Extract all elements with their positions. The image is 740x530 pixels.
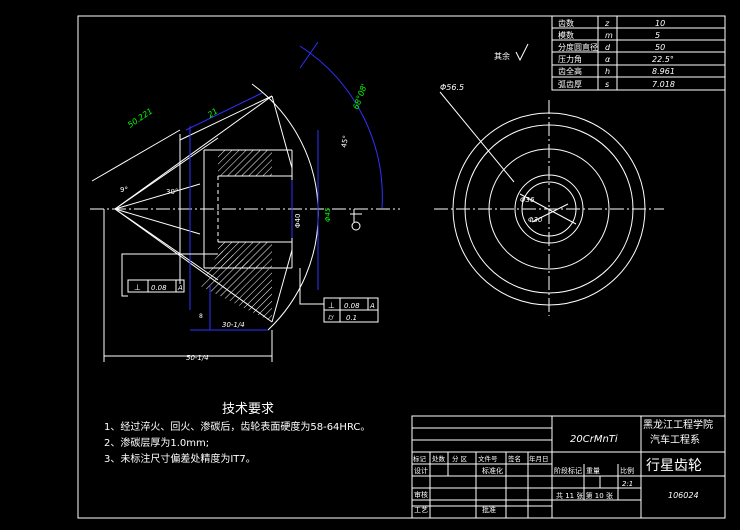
svg-text:其余: 其余 — [494, 51, 510, 61]
param-name-arc-thickness: 弧齿厚 — [558, 79, 582, 89]
param-name-module: 模数 — [558, 30, 574, 40]
dim-len-30: 30-1/4 — [222, 321, 245, 329]
drawing-number: 106024 — [668, 491, 699, 500]
scale-value: 2:1 — [622, 480, 633, 488]
tech-title: 技术要求 — [222, 402, 274, 417]
dim-angle-top: 68°08' — [351, 83, 369, 111]
param-name-pressure-angle: 压力角 — [558, 54, 582, 64]
circle-d30 — [521, 181, 577, 237]
tech-line-1: 1、经过淬火、回火、渗碳后，齿轮表面硬度为58-64HRC。 — [104, 420, 370, 433]
dim-d56: Φ56.5 — [440, 83, 464, 92]
dim-circle-d30: Φ30 — [528, 216, 543, 224]
param-val-pitch-dia: 50 — [655, 43, 665, 52]
svg-text:0.08: 0.08 — [344, 302, 360, 310]
param-sym-arc-thickness: s — [605, 80, 609, 89]
circle-outer — [452, 112, 646, 306]
header-zone: 分 区 — [452, 454, 468, 463]
dim-circle-d36: Φ36 — [520, 196, 535, 204]
hatch-top — [218, 150, 272, 176]
department-name: 汽车工程系 — [650, 433, 700, 446]
param-val-teeth: 10 — [655, 19, 665, 28]
school-name: 黑龙江工程学院 — [643, 418, 713, 431]
gear-end-view — [434, 91, 664, 316]
param-sym-module: m — [605, 31, 613, 40]
label-weight: 重量 — [586, 467, 600, 475]
param-sym-pressure-angle: α — [605, 55, 611, 64]
dim-d40: Φ40 — [294, 214, 302, 228]
tech-line-2: 2、渗碳层厚为1.0mm; — [104, 436, 209, 449]
datum-a-marker — [351, 221, 361, 231]
param-sym-tooth-height: h — [605, 67, 610, 76]
title-block — [411, 415, 726, 519]
label-design: 设计 — [414, 466, 428, 475]
white-dimensions — [91, 129, 362, 362]
dim-angle-small: 45° — [340, 135, 350, 149]
svg-text:A: A — [369, 302, 375, 310]
circle-d36 — [514, 174, 584, 244]
dim-angle-left: 9° — [120, 186, 128, 194]
param-name-pitch-dia: 分度圆直径 — [558, 42, 598, 52]
label-scale: 比例 — [620, 466, 634, 475]
tolerance-frame-left: ⊥ 0.08 A — [121, 253, 218, 297]
dim-8: 8 — [199, 313, 203, 320]
header-file: 文件号 — [478, 454, 498, 463]
dim-angle-inner: 30° — [166, 188, 178, 196]
gear-params-table: 齿数 z 10 模数 m 5 分度圆直径 d 50 压力角 α 22.5° 齿全… — [551, 15, 726, 91]
hatch-tooth-bottom — [200, 250, 272, 322]
header-count: 处数 — [432, 454, 446, 463]
svg-text:⊥: ⊥ — [328, 301, 335, 310]
roughness-other: 其余 — [494, 43, 529, 62]
circle-hub — [488, 148, 610, 270]
tolerance-frame-right: ⊥ 0.08 A ⌭ 0.1 — [299, 268, 379, 323]
param-val-pressure-angle: 22.5° — [652, 55, 674, 64]
svg-text:0.08: 0.08 — [151, 284, 167, 292]
label-process: 工艺 — [414, 506, 428, 514]
part-name: 行星齿轮 — [646, 458, 702, 474]
param-val-arc-thickness: 7.018 — [652, 80, 675, 89]
dim-slant-length: 50.221 — [126, 107, 154, 130]
param-name-tooth-height: 齿全高 — [558, 66, 582, 76]
svg-text:⌭: ⌭ — [328, 313, 334, 322]
blue-dimensions — [185, 41, 383, 331]
dim-len-50: 50-1/4 — [186, 354, 209, 362]
drawing-frame — [77, 15, 726, 519]
label-standard: 标准化 — [482, 466, 503, 475]
dim-d45: Φ45 — [324, 207, 332, 222]
svg-text:⊥: ⊥ — [134, 283, 141, 292]
param-sym-pitch-dia: d — [605, 43, 611, 52]
material: 20CrMnTi — [570, 434, 618, 445]
label-check: 审核 — [414, 490, 428, 499]
param-val-tooth-height: 8.961 — [652, 67, 675, 76]
param-val-module: 5 — [655, 31, 660, 40]
header-sign: 签名 — [508, 454, 521, 463]
dim-21: 21 — [206, 106, 219, 119]
label-approve: 批准 — [482, 505, 496, 514]
header-date: 年月日 — [529, 454, 549, 463]
header-mark: 标记 — [413, 454, 427, 463]
svg-text:0.1: 0.1 — [346, 314, 357, 322]
param-name-teeth: 齿数 — [558, 18, 574, 28]
label-stage: 阶段标记 — [554, 466, 582, 475]
tech-line-3: 3、未标注尺寸偏差处精度为IT7。 — [104, 452, 256, 465]
circle-root — [464, 124, 634, 294]
param-sym-teeth: z — [604, 19, 610, 28]
sheet-count: 共 11 张 第 10 张 — [556, 491, 613, 500]
svg-text:A: A — [177, 284, 183, 292]
